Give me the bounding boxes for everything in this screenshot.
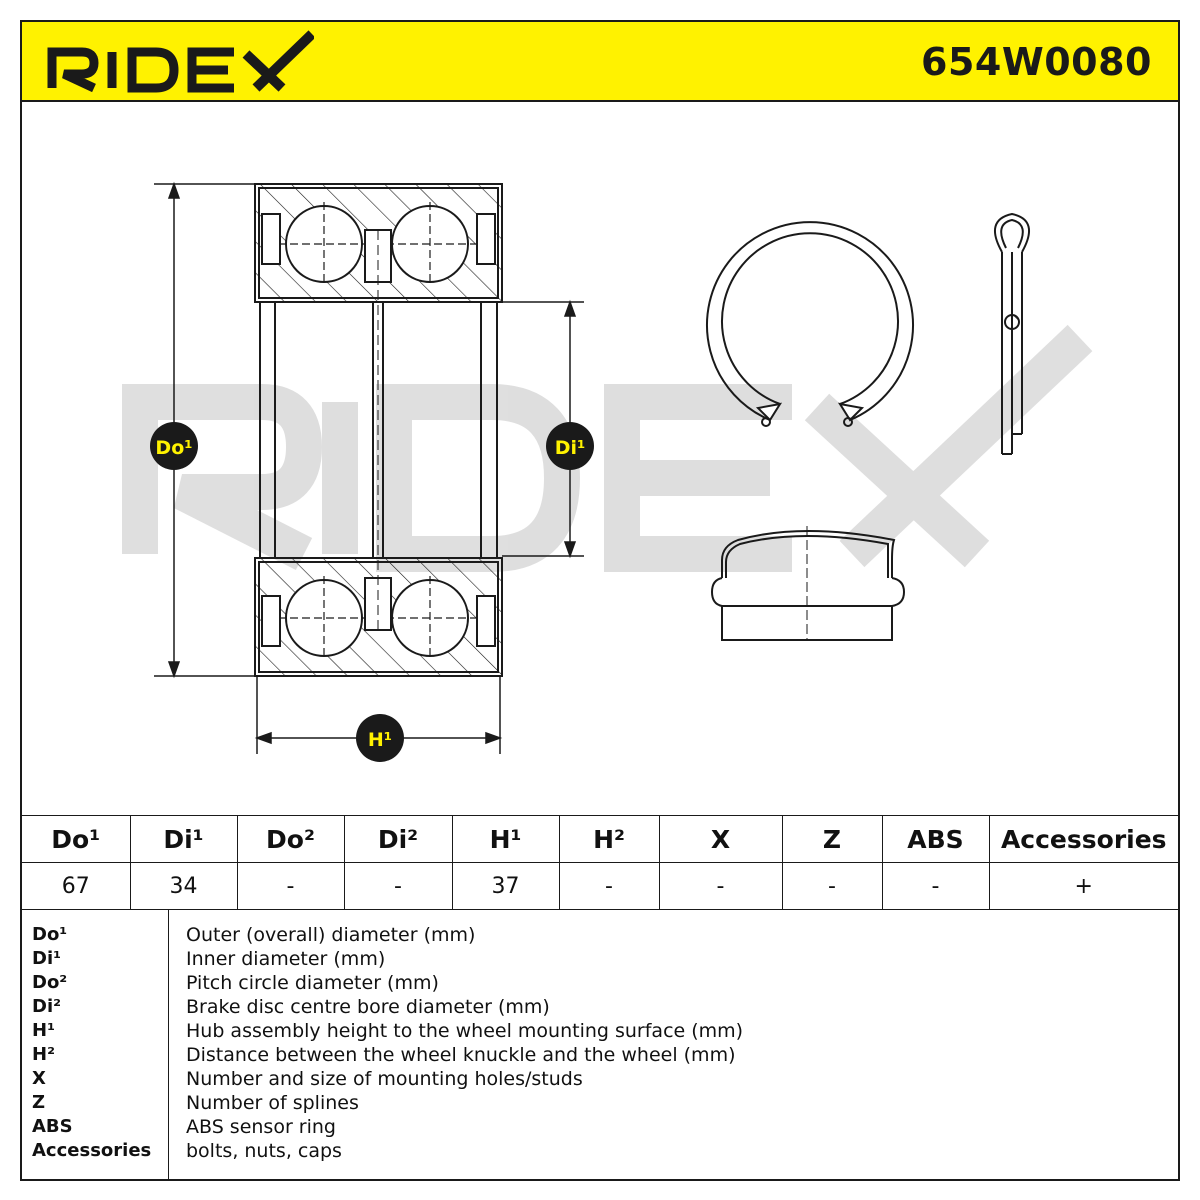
spec-value-cell: - (658, 862, 783, 910)
legend-item: X Number and size of mounting holes/stud… (22, 1068, 1178, 1092)
legend-key: Accessories (32, 1140, 152, 1161)
spec-header-cell: Di² (343, 815, 453, 863)
spec-header-cell: H¹ (451, 815, 560, 863)
h1-label-badge: H¹ (356, 714, 404, 762)
cotter-pin-icon (993, 212, 1031, 455)
spec-value-row: 67 34 - - 37 - - - - + (22, 862, 1178, 910)
legend-divider (168, 910, 169, 1179)
legend-key: H¹ (32, 1020, 55, 1041)
spec-value-cell: - (881, 862, 990, 910)
part-number: 654W0080 (921, 40, 1152, 84)
di1-label-badge: Di¹ (546, 422, 594, 470)
svg-text:Do¹: Do¹ (155, 437, 192, 459)
legend-key: X (32, 1068, 46, 1089)
ridex-logo (47, 30, 314, 93)
dust-cap-icon (710, 526, 906, 641)
spec-value-cell: 67 (22, 862, 131, 910)
spec-header-cell: H² (558, 815, 660, 863)
spec-header-row: Do¹ Di¹ Do² Di² H¹ H² X Z ABS Accessorie… (22, 815, 1178, 863)
legend-item: Di² Brake disc centre bore diameter (mm) (22, 996, 1178, 1020)
technical-drawing: Do¹ Di¹ H¹ (122, 181, 1093, 762)
watermark-logo (122, 324, 1093, 572)
legend-desc: ABS sensor ring (186, 1116, 336, 1138)
legend-key: Z (32, 1092, 46, 1113)
legend-desc: Number of splines (186, 1092, 359, 1114)
spec-header-cell: Di¹ (129, 815, 238, 863)
legend-desc: Number and size of mounting holes/studs (186, 1068, 583, 1090)
legend-key: Do¹ (32, 924, 68, 945)
spec-table: Do¹ Di¹ Do² Di² H¹ H² X Z ABS Accessorie… (22, 815, 1178, 910)
bearing-section-icon (254, 183, 503, 677)
spec-header-cell: X (658, 815, 783, 863)
spec-value-cell: 34 (129, 862, 238, 910)
legend-item: Di¹ Inner diameter (mm) (22, 948, 1178, 972)
legend-desc: Inner diameter (mm) (186, 948, 386, 970)
legend-desc: Hub assembly height to the wheel mountin… (186, 1020, 744, 1042)
product-sheet: 654W0080 (20, 20, 1180, 1181)
legend-key: Do² (32, 972, 68, 993)
spec-value-cell: - (781, 862, 883, 910)
do1-label-badge: Do¹ (150, 422, 198, 470)
spec-value-cell: - (558, 862, 660, 910)
legend-desc: bolts, nuts, caps (186, 1140, 342, 1162)
legend-item: Accessories bolts, nuts, caps (22, 1140, 1178, 1164)
legend-item: Do¹ Outer (overall) diameter (mm) (22, 924, 1178, 948)
legend-item: H¹ Hub assembly height to the wheel moun… (22, 1020, 1178, 1044)
legend-item: Do² Pitch circle diameter (mm) (22, 972, 1178, 996)
header-bar: 654W0080 (22, 22, 1178, 102)
legend: Do¹ Outer (overall) diameter (mm) Di¹ In… (22, 910, 1178, 1179)
spec-header-cell: ABS (881, 815, 990, 863)
legend-desc: Brake disc centre bore diameter (mm) (186, 996, 550, 1018)
legend-key: ABS (32, 1116, 73, 1137)
legend-item: ABS ABS sensor ring (22, 1116, 1178, 1140)
legend-key: Di² (32, 996, 61, 1017)
circlip-icon (706, 221, 914, 427)
legend-desc: Outer (overall) diameter (mm) (186, 924, 476, 946)
spec-value-cell: 37 (451, 862, 560, 910)
legend-item: Z Number of splines (22, 1092, 1178, 1116)
spec-header-cell: Do¹ (22, 815, 131, 863)
spec-header-cell: Z (781, 815, 883, 863)
spec-header-cell: Accessories (988, 815, 1178, 863)
spec-value-cell: - (343, 862, 453, 910)
spec-value-cell: + (988, 862, 1178, 910)
spec-value-cell: - (236, 862, 345, 910)
legend-key: H² (32, 1044, 55, 1065)
svg-text:Di¹: Di¹ (555, 437, 586, 459)
spec-header-cell: Do² (236, 815, 345, 863)
legend-key: Di¹ (32, 948, 61, 969)
legend-item: H² Distance between the wheel knuckle an… (22, 1044, 1178, 1068)
legend-desc: Distance between the wheel knuckle and t… (186, 1044, 736, 1066)
legend-desc: Pitch circle diameter (mm) (186, 972, 439, 994)
svg-text:H¹: H¹ (368, 729, 392, 751)
